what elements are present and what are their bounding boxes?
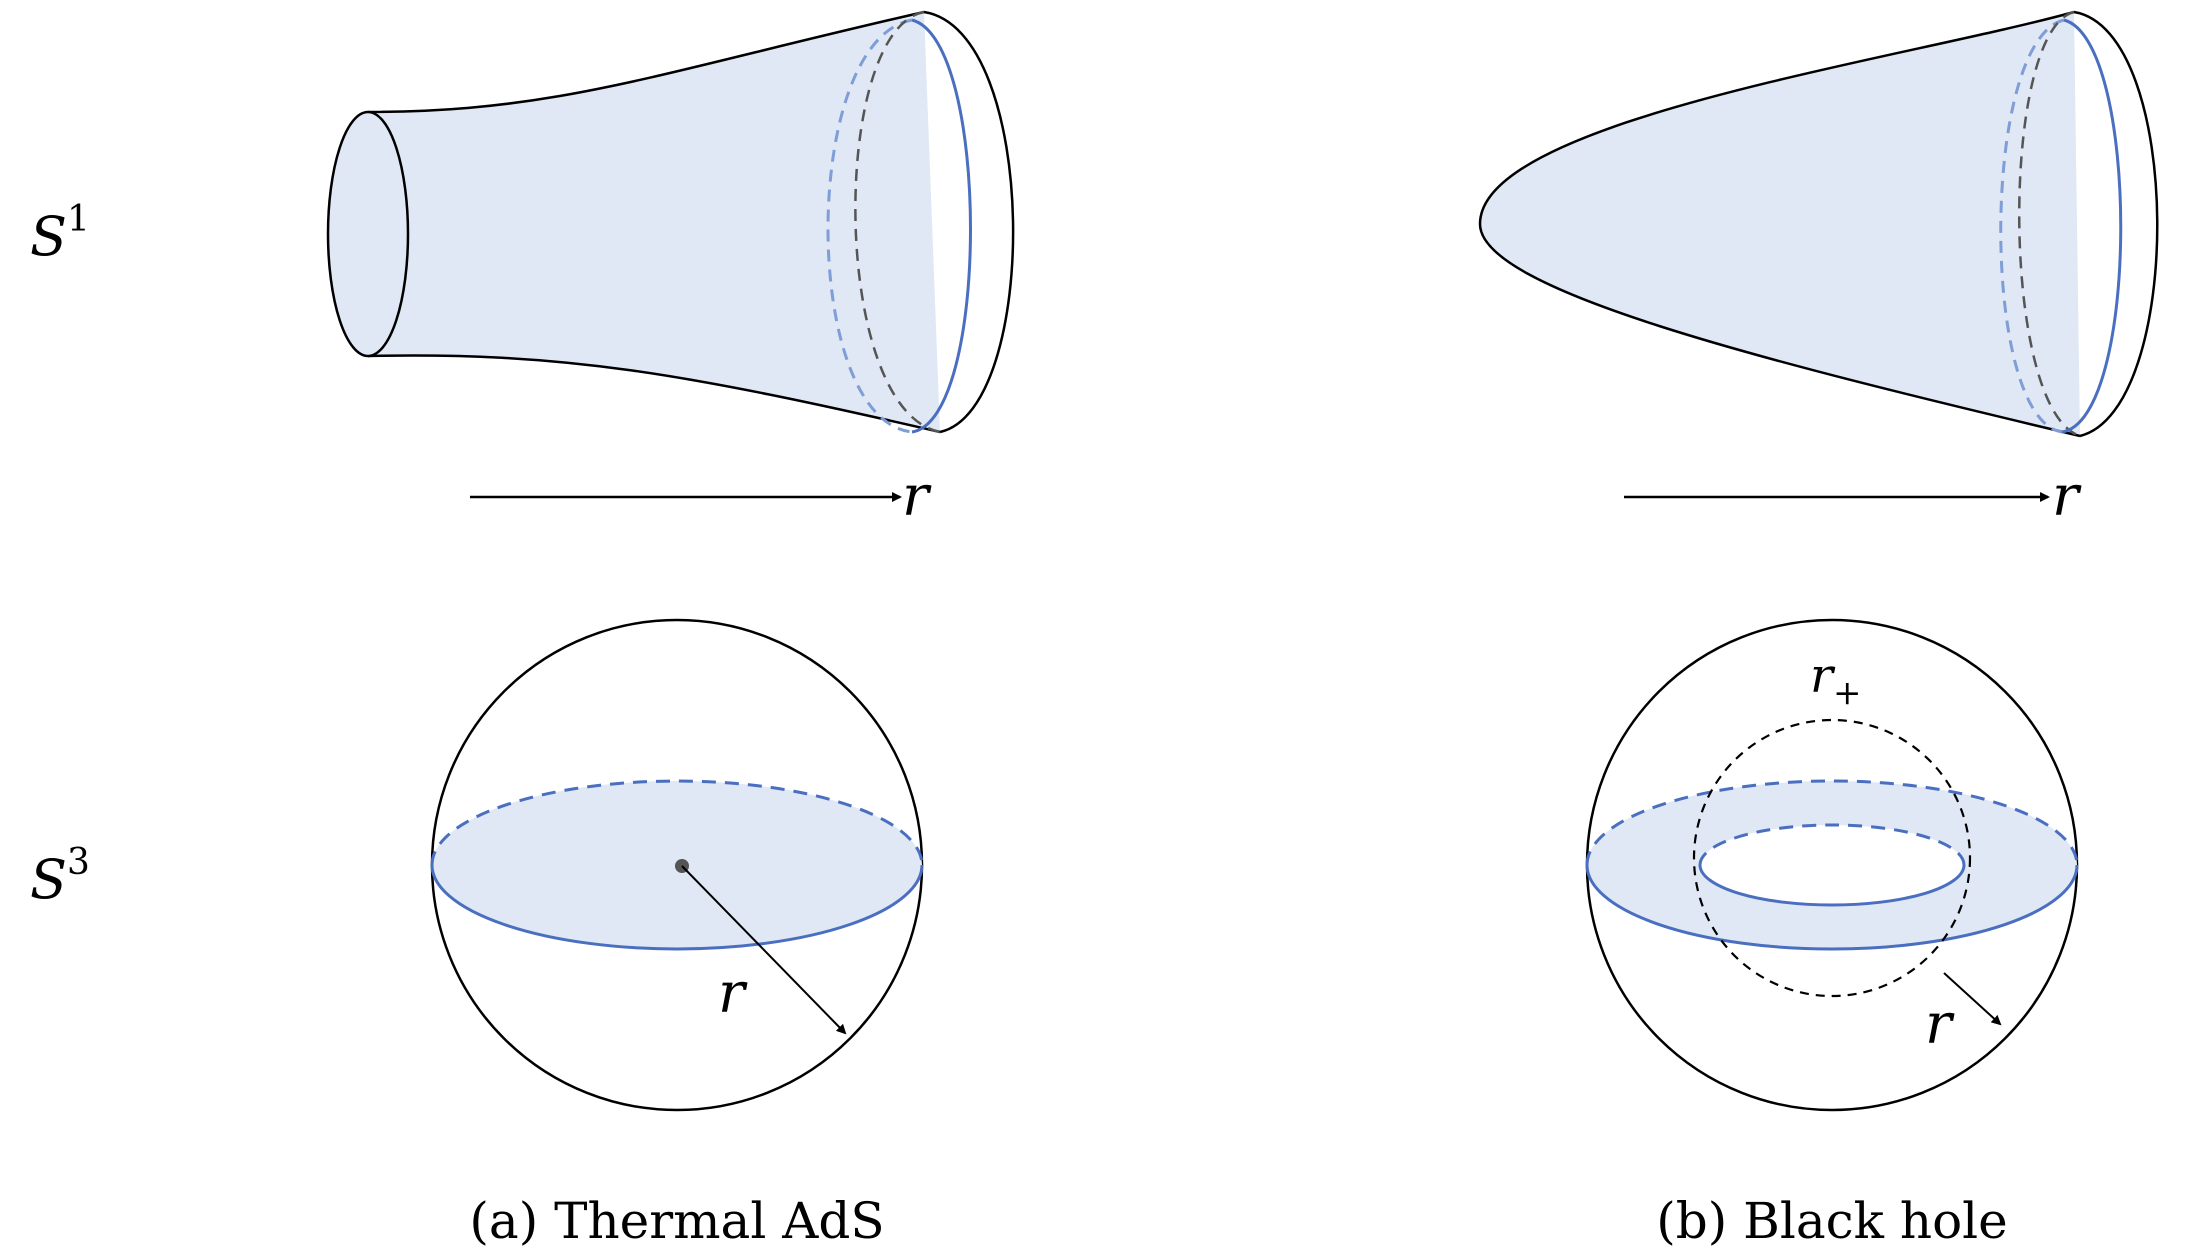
- panel-a-trumpet: [326, 10, 1015, 434]
- ball-a-radius-label: r: [718, 961, 748, 1026]
- trumpet-boundary-front: [923, 10, 1015, 434]
- caption-panel-b: (b) Black hole: [1656, 1192, 2008, 1250]
- trumpet-dashed-gray-back: [854, 10, 941, 434]
- ball-b-horizon-circle: [1692, 718, 1972, 998]
- trumpet-top-edge: [367, 10, 925, 114]
- cigar-body: [1480, 12, 2080, 436]
- panel-a-r-axis-label: r: [902, 464, 932, 529]
- ball-b-radius-arrow: [1943, 972, 2002, 1026]
- ball-b-hole-back: [1698, 823, 1966, 866]
- cigar-blue-front: [2061, 18, 2123, 434]
- ball-b-radius-label: r: [1925, 992, 1955, 1057]
- ball-a-radius-arrow: [681, 865, 847, 1035]
- cigar-boundary-front: [2073, 10, 2159, 438]
- panel-b-cigar: [1478, 10, 2159, 438]
- ball-b-horizon-label: r+: [1810, 648, 1861, 713]
- ball-b-equator-front: [1585, 864, 2079, 951]
- cigar-dashed-gray-back: [2018, 10, 2081, 438]
- ball-b-equator-back: [1585, 779, 2079, 866]
- trumpet-dashed-blue-back: [826, 18, 913, 434]
- row-label-s1: S1: [30, 199, 90, 268]
- ball-a-equator-back: [430, 779, 924, 866]
- panel-b-r-axis-label: r: [2052, 464, 2082, 529]
- row-label-s3: S3: [30, 842, 90, 911]
- panel-a-ball: r: [430, 618, 924, 1112]
- trumpet-body: [368, 12, 940, 432]
- ball-b-hole-front: [1698, 864, 1966, 907]
- panel-b-ball: r+ r: [1585, 618, 2079, 1112]
- trumpet-left-circle: [326, 110, 410, 358]
- cigar-outline: [1478, 10, 2081, 438]
- ball-a-equator-front: [430, 864, 924, 951]
- caption-panel-a: (a) Thermal AdS: [469, 1192, 884, 1250]
- trumpet-bottom-edge: [367, 354, 941, 434]
- cigar-dashed-blue-back: [1999, 18, 2065, 434]
- ball-b-horizon-hole: [1700, 825, 1964, 905]
- trumpet-blue-front: [911, 18, 972, 434]
